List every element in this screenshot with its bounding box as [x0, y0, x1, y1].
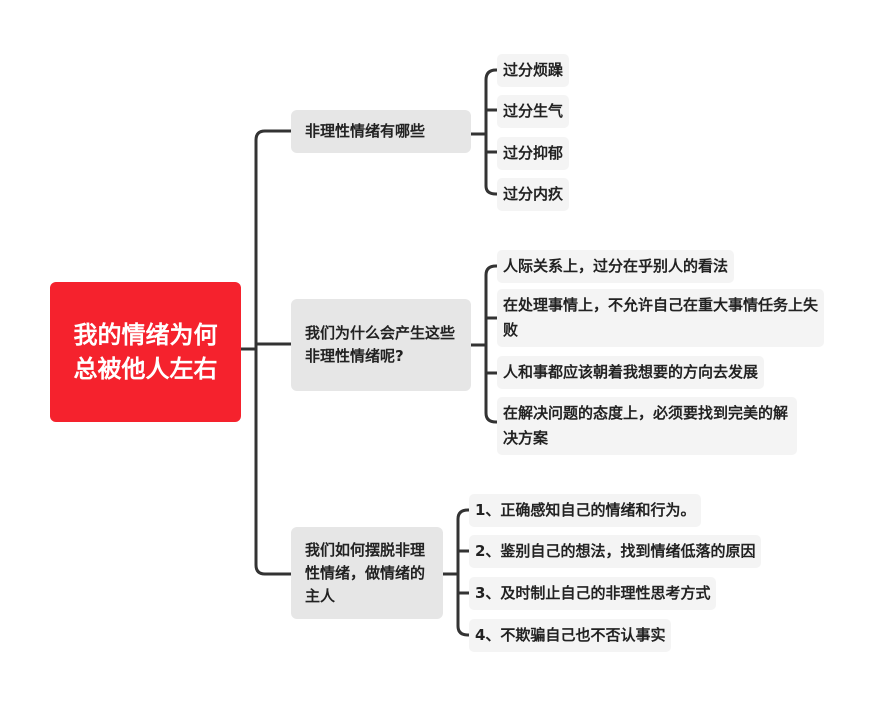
leaf-perfectionism[interactable]: 在解决问题的态度上，必须要找到完美的解决方案: [497, 397, 797, 455]
leaf-want-control[interactable]: 人和事都应该朝着我想要的方向去发展: [497, 356, 765, 389]
leaf-depressed[interactable]: 过分抑郁: [497, 137, 570, 170]
leaf-angry[interactable]: 过分生气: [497, 95, 570, 128]
leaf-guilty[interactable]: 过分内疚: [497, 178, 570, 211]
branch-irrational-emotions[interactable]: 非理性情绪有哪些: [291, 110, 471, 153]
branch-how-to-escape[interactable]: 我们如何摆脱非理性情绪，做情绪的主人: [291, 527, 443, 619]
leaf-others-opinions[interactable]: 人际关系上，过分在乎别人的看法: [497, 250, 735, 283]
connector-branch-2: [469, 264, 500, 424]
root-topic[interactable]: 我的情绪为何总被他人左右: [50, 282, 241, 422]
connector-branch-3: [441, 508, 472, 637]
leaf-step-3[interactable]: 3、及时制止自己的非理性思考方式: [469, 577, 717, 610]
branch-why-irrational[interactable]: 我们为什么会产生这些非理性情绪呢?: [291, 299, 471, 391]
leaf-step-2[interactable]: 2、鉴别自己的想法，找到情绪低落的原因: [469, 535, 762, 568]
leaf-irritable[interactable]: 过分烦躁: [497, 54, 570, 87]
connector-root-trunk: [254, 129, 293, 576]
leaf-fear-of-failure[interactable]: 在处理事情上，不允许自己在重大事情任务上失败: [497, 289, 824, 347]
leaf-step-4[interactable]: 4、不欺骗自己也不否认事实: [469, 619, 672, 652]
connector-branch-1: [469, 68, 500, 196]
leaf-step-1[interactable]: 1、正确感知自己的情绪和行为。: [469, 494, 702, 527]
